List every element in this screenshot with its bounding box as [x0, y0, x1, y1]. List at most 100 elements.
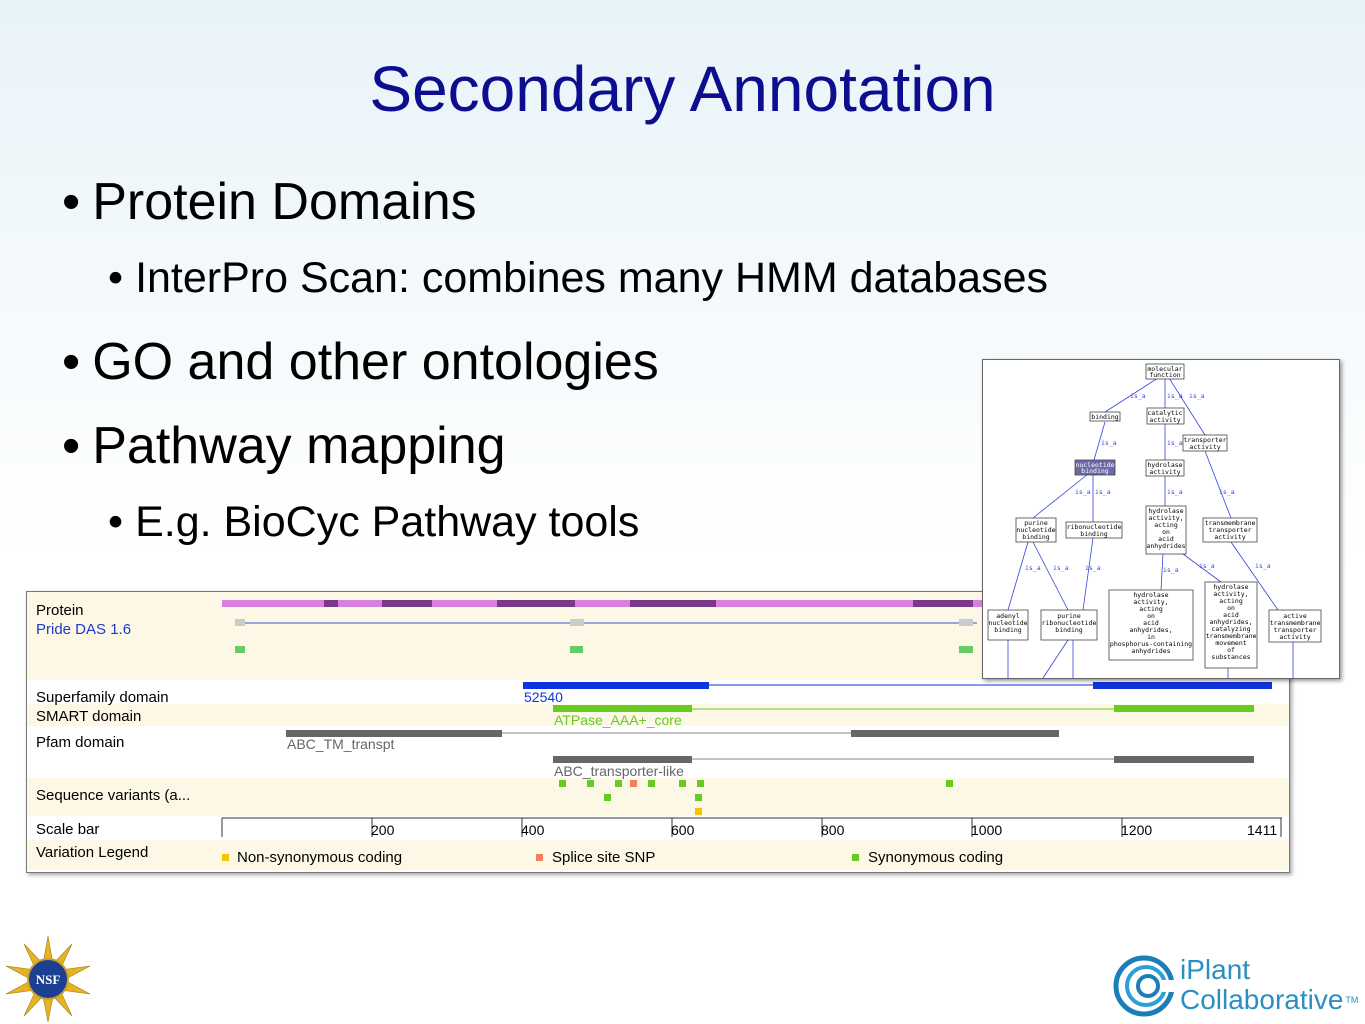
- pride-match: [235, 646, 245, 653]
- go-text: activity: [1149, 416, 1180, 424]
- go-node: [1146, 407, 1185, 425]
- go-edge-labels: is_a is_a is_a is_a is_a is_a is_a is_a …: [1025, 392, 1271, 574]
- svg-text:is_a: is_a: [1095, 488, 1111, 496]
- legend-swatch-syn: [852, 854, 859, 861]
- go-text: nucleotide: [988, 619, 1027, 627]
- track-label-protein: Protein: [36, 602, 84, 619]
- scale-tick-label: 1000: [971, 822, 1002, 838]
- track-label-smart: SMART domain: [36, 708, 141, 725]
- go-text: active: [1283, 612, 1307, 620]
- pride-match: [570, 646, 583, 653]
- go-text: anhydrides: [1146, 542, 1185, 550]
- go-text: function: [1149, 371, 1180, 379]
- scale-tick-label: 600: [671, 822, 695, 838]
- go-graph-panel: is_a is_a is_a is_a is_a is_a is_a is_a …: [982, 359, 1340, 679]
- go-text: acid: [1158, 535, 1174, 543]
- svg-text:is_a: is_a: [1163, 566, 1179, 574]
- variant-synonymous: [604, 794, 611, 801]
- go-text: activity,: [1213, 590, 1248, 598]
- go-text: purine: [1057, 612, 1081, 620]
- protein-segment: [382, 600, 432, 607]
- go-text: hydrolase: [1147, 461, 1182, 469]
- go-text: on: [1162, 528, 1170, 536]
- go-text: binding: [1081, 467, 1108, 475]
- svg-text:is_a: is_a: [1255, 562, 1271, 570]
- bullet-pathway: •Pathway mapping: [62, 417, 506, 475]
- go-text: of: [1227, 646, 1235, 654]
- go-node: [1040, 609, 1098, 641]
- variant-synonymous: [648, 780, 655, 787]
- legend-splice: Splice site SNP: [552, 849, 655, 866]
- track-label-variants: Sequence variants (a...: [36, 787, 190, 804]
- go-text: transmembrane: [1270, 619, 1321, 627]
- protein-segment: [630, 600, 716, 607]
- track-label-pfam: Pfam domain: [36, 734, 124, 751]
- nsf-logo: NSF: [5, 935, 91, 1023]
- go-text: activity: [1149, 468, 1180, 476]
- go-text: activity,: [1148, 514, 1183, 522]
- go-text: anhydrides,: [1209, 618, 1252, 626]
- svg-text:is_a: is_a: [1189, 392, 1205, 400]
- variant-nonsynonymous: [695, 808, 702, 815]
- go-text: transporter: [1208, 526, 1251, 534]
- go-text: molecular: [1147, 365, 1182, 373]
- svg-text:NSF: NSF: [36, 972, 61, 987]
- go-node: [1089, 411, 1121, 422]
- go-node-selected: [1074, 459, 1116, 476]
- variant-splice: [630, 780, 637, 787]
- go-node: [1015, 517, 1057, 543]
- go-text: binding: [994, 626, 1021, 634]
- go-text: nucleotide: [1075, 461, 1114, 469]
- go-text: hydrolase: [1133, 591, 1168, 599]
- track-label-pride: Pride DAS 1.6: [36, 621, 131, 638]
- go-text: nucleotide: [1016, 526, 1055, 534]
- go-text: binding: [1055, 626, 1082, 634]
- go-text: acid: [1223, 611, 1239, 619]
- svg-text:is_a: is_a: [1167, 392, 1183, 400]
- iplant-logo-mark: [1113, 955, 1176, 1017]
- variant-synonymous: [679, 780, 686, 787]
- svg-text:is_a: is_a: [1085, 564, 1101, 572]
- go-node: [987, 609, 1029, 641]
- go-node: [1202, 517, 1258, 543]
- scale-tick-label: 400: [521, 822, 545, 838]
- go-node: [1268, 609, 1322, 643]
- go-text: activity: [1214, 533, 1245, 541]
- slide-title: Secondary Annotation: [369, 53, 996, 125]
- track-label-legend: Variation Legend: [36, 844, 148, 861]
- track-label-superfamily: Superfamily domain: [36, 689, 169, 706]
- bullet-biocyc: •E.g. BioCyc Pathway tools: [108, 498, 640, 546]
- go-node: [1182, 434, 1228, 452]
- variant-synonymous: [697, 780, 704, 787]
- go-text: acting: [1154, 521, 1178, 529]
- go-text: on: [1227, 604, 1235, 612]
- bullet-interpro: •InterPro Scan: combines many HMM databa…: [108, 254, 1049, 302]
- go-text: on: [1147, 612, 1155, 620]
- pride-peptide: [570, 619, 584, 626]
- track-label-scale: Scale bar: [36, 821, 99, 838]
- superfamily-domain: [1093, 682, 1272, 689]
- pfam-domain: [553, 756, 692, 763]
- protein-segment: [497, 600, 575, 607]
- pride-peptide: [959, 619, 973, 626]
- pride-peptide: [235, 619, 245, 626]
- go-text: acting: [1219, 597, 1243, 605]
- scale-tick-label: 1411: [1247, 822, 1277, 838]
- go-text: in: [1147, 633, 1155, 641]
- go-text: acting: [1139, 605, 1163, 613]
- go-text: acid: [1143, 619, 1159, 627]
- scale-tick-label: 800: [821, 822, 845, 838]
- go-text: activity: [1189, 443, 1220, 451]
- row-bg-variants: [27, 778, 1289, 816]
- go-text: binding: [1080, 530, 1107, 538]
- variant-synonymous: [695, 794, 702, 801]
- variant-synonymous: [587, 780, 594, 787]
- bullet-protein-domains: •Protein Domains: [62, 173, 477, 231]
- scale-tick-label: 200: [371, 822, 395, 838]
- variant-synonymous: [559, 780, 566, 787]
- go-text: substances: [1211, 653, 1250, 661]
- go-text: hydrolase: [1148, 507, 1183, 515]
- pfam-domain: [851, 730, 1059, 737]
- superfamily-domain: [523, 682, 709, 689]
- svg-text:is_a: is_a: [1101, 439, 1117, 447]
